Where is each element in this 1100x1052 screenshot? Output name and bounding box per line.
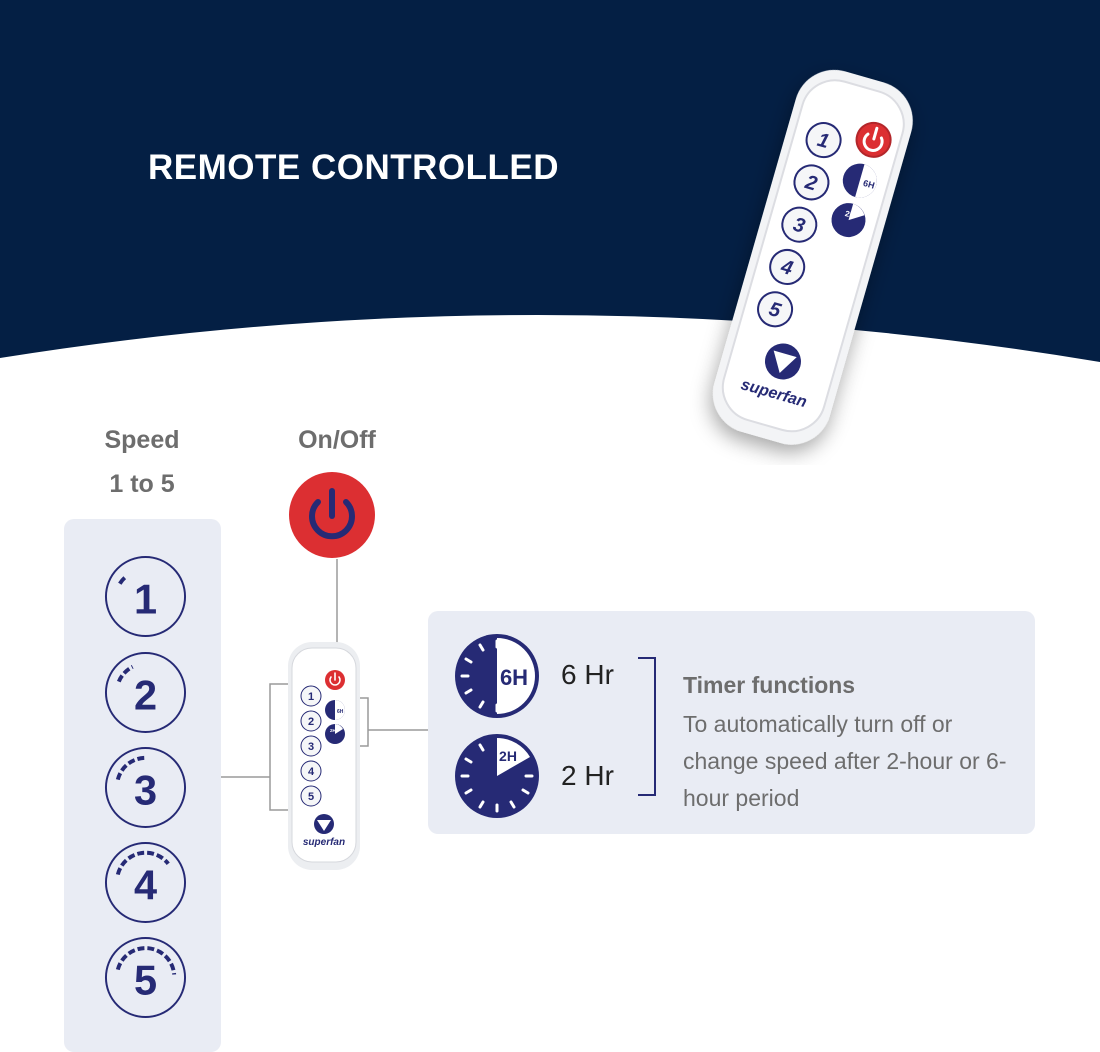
remote-control-image: 1 2 3 4 5 6H 2H superfan bbox=[713, 69, 913, 445]
timer-2h-icon-text: 2H bbox=[499, 748, 517, 764]
small-remote-btn-2: 2 bbox=[308, 716, 314, 728]
small-remote-btn-3: 3 bbox=[308, 741, 314, 753]
speed-panel bbox=[64, 519, 221, 1052]
speed-3-label: 3 bbox=[134, 766, 157, 813]
small-remote-btn-4: 4 bbox=[308, 766, 315, 778]
timer-6h-label: 6 Hr bbox=[561, 659, 614, 690]
speed-label-line1: Speed bbox=[104, 426, 180, 454]
hero-remote-2h: 2H bbox=[844, 209, 857, 221]
speed-5-icon: 5 bbox=[104, 936, 187, 1019]
speed-3-icon: 3 bbox=[104, 746, 187, 829]
hero-banner bbox=[0, 0, 1100, 362]
timer-6h-icon-text: 6H bbox=[500, 665, 528, 690]
small-remote-btn-5: 5 bbox=[308, 791, 314, 803]
hero-remote-btn-2: 2 bbox=[802, 171, 820, 195]
on-off-label: On/Off bbox=[298, 426, 376, 454]
small-remote-brand: superfan bbox=[303, 837, 345, 848]
speed-2-icon: 2 bbox=[104, 651, 187, 734]
small-remote-image: 1 2 3 4 5 6H 2H superfan bbox=[288, 642, 360, 870]
page-title: REMOTE CONTROLLED bbox=[148, 148, 559, 187]
speed-1-icon: 1 bbox=[104, 555, 187, 638]
small-remote-6h: 6H bbox=[337, 709, 344, 715]
speed-2-label: 2 bbox=[134, 671, 157, 718]
timer-2h-icon: 2H bbox=[455, 734, 539, 818]
timer-title: Timer functions bbox=[683, 672, 856, 698]
speed-1-label: 1 bbox=[134, 575, 157, 622]
hero-remote-6h: 6H bbox=[862, 178, 876, 191]
speed-label: Speed 1 to 5 bbox=[82, 418, 202, 506]
speed-5-label: 5 bbox=[134, 956, 157, 1003]
power-icon bbox=[289, 472, 375, 558]
small-remote-btn-1: 1 bbox=[308, 691, 314, 703]
timer-description: To automatically turn off or change spee… bbox=[683, 711, 1007, 811]
timer-2h-label: 2 Hr bbox=[561, 760, 614, 791]
small-remote-2h: 2H bbox=[330, 728, 336, 733]
speed-4-label: 4 bbox=[134, 861, 157, 908]
timer-6h-icon: 6H bbox=[455, 634, 539, 718]
speed-label-line2: 1 to 5 bbox=[109, 470, 175, 498]
hero-remote-btn-4: 4 bbox=[778, 256, 796, 280]
speed-4-icon: 4 bbox=[104, 841, 187, 924]
